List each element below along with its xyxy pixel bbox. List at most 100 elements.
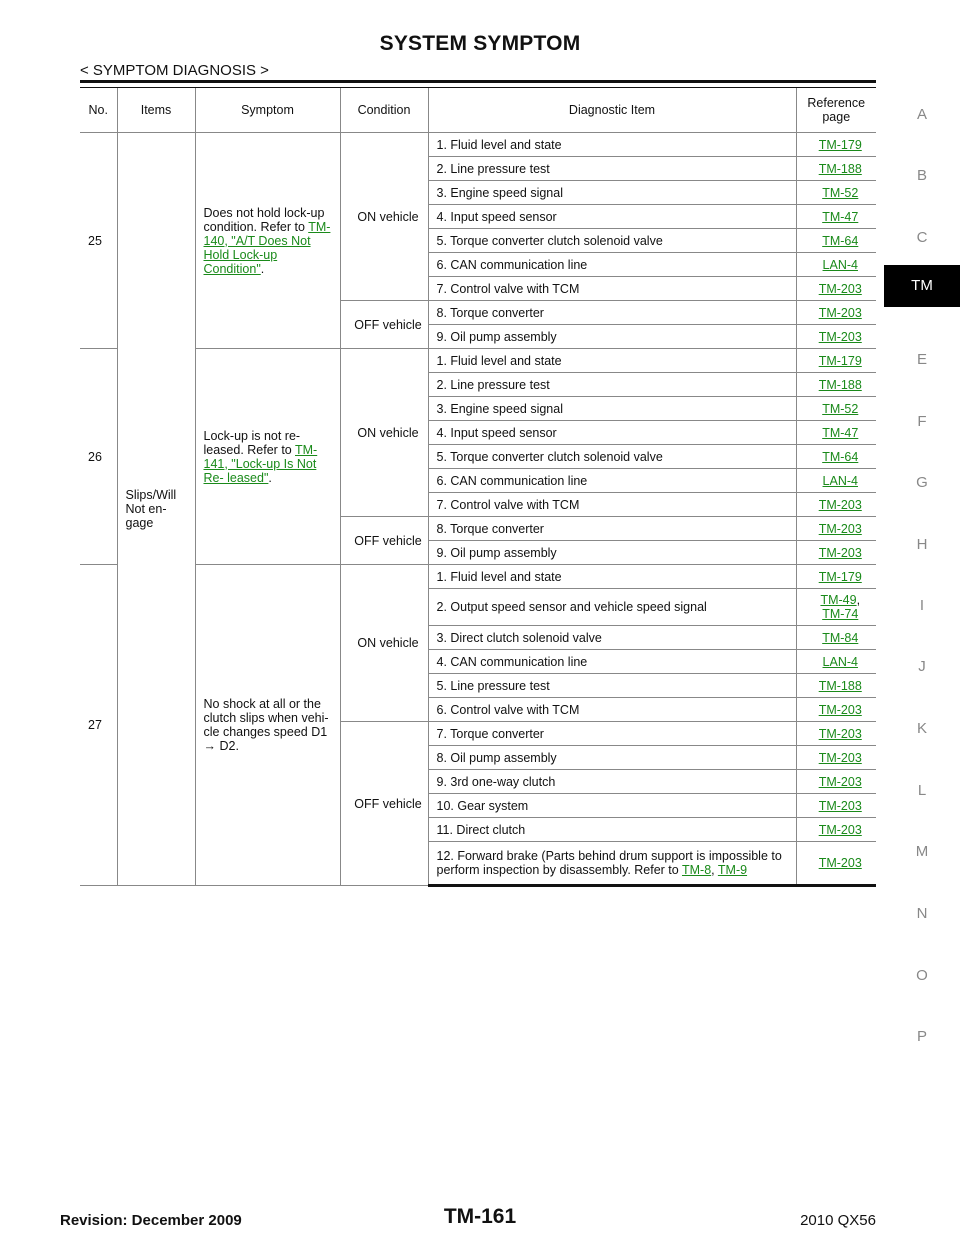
diagnostic-item: 10. Gear system	[427, 793, 797, 818]
reference-link[interactable]: TM-74	[822, 607, 859, 621]
condition-on-vehicle: ON vehicle	[339, 564, 429, 722]
diagnostic-item-text: 6. Control valve with TCM	[436, 702, 580, 717]
diagnostic-item: 8. Oil pump assembly	[427, 745, 797, 770]
diagnostic-item: 9. 3rd one-way clutch	[427, 769, 797, 794]
reference-link[interactable]: TM-203	[818, 702, 862, 717]
reference-link[interactable]: TM-203	[818, 856, 862, 870]
section-tab-e: E	[916, 351, 927, 368]
reference-link[interactable]: TM-84	[822, 630, 859, 645]
diagnostic-item-text: 9. Oil pump assembly	[436, 545, 557, 560]
reference-link[interactable]: TM-203	[818, 822, 862, 837]
diagnostic-item: 12. Forward brake (Parts behind drum sup…	[427, 841, 797, 887]
diagnostic-item: 4. Input speed sensor	[427, 420, 797, 445]
reference-page: TM-203	[795, 540, 876, 565]
diagnostic-item-text: 5. Torque converter clutch solenoid valv…	[436, 449, 663, 464]
row-number: 25	[80, 132, 118, 349]
reference-page: TM-188	[795, 156, 876, 181]
reference-link[interactable]: TM-179	[818, 353, 862, 368]
diagnostic-item: 11. Direct clutch	[427, 817, 797, 842]
condition-off-vehicle: OFF vehicle	[339, 300, 429, 349]
diagnostic-item: 9. Oil pump assembly	[427, 324, 797, 349]
diagnostic-item-text: 2. Line pressure test	[436, 377, 550, 392]
reference-link[interactable]: TM-52	[822, 401, 859, 416]
section-tab-n: N	[916, 905, 928, 922]
diagnostic-item: 1. Fluid level and state	[427, 132, 797, 157]
reference-link[interactable]: TM-188	[818, 161, 862, 176]
reference-link[interactable]: LAN-4	[822, 257, 858, 272]
inline-reference-link[interactable]: TM-8	[681, 863, 712, 877]
reference-link[interactable]: TM-64	[822, 233, 859, 248]
symptom-suffix: .	[260, 261, 265, 276]
symptom-reference-link[interactable]: TM-141, "Lock-up Is Not Re- leased"	[203, 442, 318, 485]
reference-link[interactable]: TM-203	[818, 750, 862, 765]
inline-reference-link[interactable]: TM-9	[717, 863, 748, 877]
table-row: 3. Direct clutch solenoid valve TM-84	[80, 625, 876, 650]
reference-page: LAN-4	[795, 649, 876, 674]
reference-page: TM-203	[795, 697, 876, 722]
reference-link[interactable]: TM-203	[818, 774, 862, 789]
reference-link[interactable]: TM-203	[818, 497, 862, 512]
section-tab-c: C	[916, 229, 928, 246]
diagnostic-item: 7. Control valve with TCM	[427, 492, 797, 517]
reference-link[interactable]: TM-203	[818, 521, 862, 536]
table-row: 5. Line pressure test TM-188	[80, 673, 876, 698]
table-row: 5. Torque converter clutch solenoid valv…	[80, 228, 876, 253]
reference-page: LAN-4	[795, 252, 876, 277]
reference-link[interactable]: TM-52	[822, 185, 859, 200]
condition-off-vehicle: OFF vehicle	[339, 516, 429, 565]
reference-link[interactable]: TM-47	[822, 425, 859, 440]
reference-link[interactable]: LAN-4	[822, 473, 858, 488]
diagnostic-item-text: 4. Input speed sensor	[436, 209, 557, 224]
reference-link[interactable]: TM-203	[818, 545, 862, 560]
reference-link[interactable]: TM-203	[818, 329, 862, 344]
reference-link[interactable]: TM-179	[818, 137, 862, 152]
col-header-diagnostic-item: Diagnostic Item	[427, 88, 797, 133]
diagnostic-item-text: 3. Engine speed signal	[436, 401, 563, 416]
reference-link[interactable]: TM-203	[818, 305, 862, 320]
reference-page: TM-203	[795, 276, 876, 301]
reference-link[interactable]: TM-203	[818, 798, 862, 813]
diagnostic-item: 4. Input speed sensor	[427, 204, 797, 229]
diagnostic-item-text: 3. Direct clutch solenoid valve	[436, 630, 602, 645]
reference-link[interactable]: LAN-4	[822, 654, 858, 669]
reference-link[interactable]: TM-203	[818, 281, 862, 296]
section-tab-o: O	[916, 967, 928, 984]
reference-link[interactable]: TM-188	[818, 377, 862, 392]
header-rule	[80, 80, 876, 83]
symptom-reference-link[interactable]: TM-140, "A/T Does Not Hold Lock-up Condi…	[203, 219, 331, 276]
diagnostic-item-text: 7. Control valve with TCM	[436, 281, 580, 296]
reference-page: TM-203	[795, 721, 876, 746]
section-tab-f: F	[917, 413, 927, 430]
section-tab-tm: TM	[884, 265, 960, 307]
reference-page: TM-179	[795, 348, 876, 373]
diagnostic-item: 2. Line pressure test	[427, 372, 797, 397]
reference-page: LAN-4	[795, 468, 876, 493]
symptom-cell: No shock at all or the clutch slips when…	[194, 564, 341, 886]
reference-page: TM-49,TM-74	[795, 588, 876, 626]
diagnostic-item-text: 6. CAN communication line	[436, 257, 588, 272]
reference-link[interactable]: TM-49	[820, 593, 857, 607]
reference-link[interactable]: TM-179	[818, 569, 862, 584]
reference-link[interactable]: TM-64	[822, 449, 859, 464]
diagnostic-item-text: 11. Direct clutch	[436, 822, 526, 837]
reference-link[interactable]: TM-47	[822, 209, 859, 224]
diagnostic-item-text: 4. Input speed sensor	[436, 425, 557, 440]
revision-date: Revision: December 2009	[60, 1212, 242, 1229]
diagnostic-item-text: 1. Fluid level and state	[436, 569, 562, 584]
diagnostic-item: 4. CAN communication line	[427, 649, 797, 674]
diagnostic-item: 1. Fluid level and state	[427, 348, 797, 373]
reference-link[interactable]: TM-188	[818, 678, 862, 693]
section-tab-g: G	[916, 474, 928, 491]
diagnostic-item-text: 1. Fluid level and state	[436, 353, 562, 368]
diagnostic-item: 5. Line pressure test	[427, 673, 797, 698]
diagnostic-item-text: 5. Torque converter clutch solenoid valv…	[436, 233, 663, 248]
page-number: TM-161	[443, 1205, 517, 1228]
reference-link[interactable]: TM-203	[818, 726, 862, 741]
table-row: 10. Gear system TM-203	[80, 793, 876, 818]
diagnostic-item-text: 1. Fluid level and state	[436, 137, 562, 152]
table-row: 7. Control valve with TCM TM-203	[80, 492, 876, 517]
reference-page: TM-188	[795, 372, 876, 397]
diagnostic-item: 8. Torque converter	[427, 300, 797, 325]
